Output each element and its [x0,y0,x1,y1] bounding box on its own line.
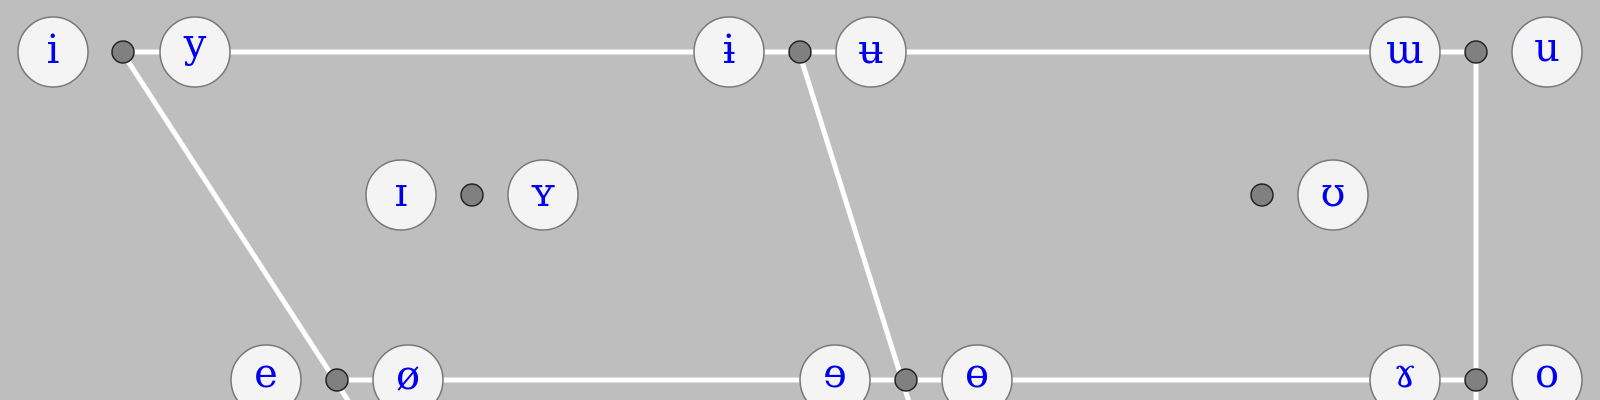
svg-text:ʊ: ʊ [1321,170,1346,216]
vowel-reversed-e[interactable]: ɘ [799,344,871,400]
svg-text:ɤ: ɤ [1394,351,1417,397]
vowel-bubbles: i y ɨ ʉ ɯ u ɪ ʏ [17,16,1583,400]
svg-text:u: u [1534,25,1560,71]
svg-text:ʉ: ʉ [858,27,884,73]
dot-near-close-back [1250,183,1274,207]
vowel-turned-m[interactable]: ɯ [1369,16,1441,88]
svg-text:ɘ: ɘ [823,351,847,397]
svg-text:ʏ: ʏ [530,170,556,216]
dot-close-front [111,40,135,64]
svg-text:ɪ: ɪ [395,170,408,216]
dot-near-close-front [460,183,484,207]
vowel-barred-i[interactable]: ɨ [693,16,765,88]
vowel-upsilon[interactable]: ʊ [1297,159,1369,231]
front-line [119,50,351,400]
svg-text:ɵ: ɵ [965,351,989,397]
svg-text:y: y [183,21,207,67]
dot-close-back [1464,40,1488,64]
svg-text:ɯ: ɯ [1386,27,1424,73]
dot-close-mid-central [894,368,918,392]
dot-close-mid-back [1464,368,1488,392]
vowel-small-capital-i[interactable]: ɪ [365,159,437,231]
chart-dots [111,40,1488,392]
svg-text:ø: ø [396,353,420,399]
central-line [796,51,911,400]
vowel-o-slash[interactable]: ø [372,344,444,400]
svg-text:o: o [1535,351,1559,397]
svg-text:ɨ: ɨ [723,27,736,73]
dot-close-central [788,40,812,64]
vowel-rams-horn[interactable]: ɤ [1369,344,1441,400]
svg-text:e: e [254,351,278,397]
vowel-barred-o[interactable]: ɵ [941,344,1013,400]
vowel-y[interactable]: y [159,16,231,88]
vowel-i[interactable]: i [17,16,89,88]
vowel-o[interactable]: o [1511,344,1583,400]
dot-close-mid-front [325,368,349,392]
vowel-e[interactable]: e [230,344,302,400]
vowel-barred-u[interactable]: ʉ [835,16,907,88]
vowel-small-capital-y[interactable]: ʏ [507,159,579,231]
vowel-u[interactable]: u [1511,16,1583,88]
svg-text:i: i [47,27,60,73]
